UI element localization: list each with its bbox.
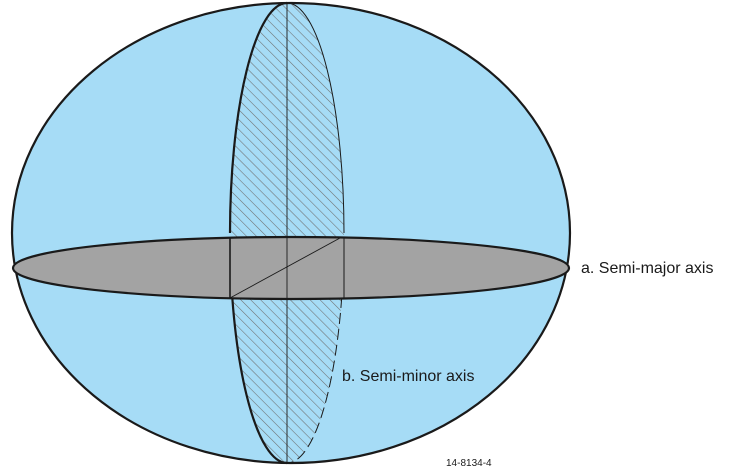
figure-id-label: 14-8134-4 <box>446 458 492 469</box>
meridian-front-edge-upper <box>228 1 288 234</box>
semi-minor-axis-label: b. Semi-minor axis <box>342 368 475 385</box>
meridian-back-edge-lower-dashed <box>286 298 343 464</box>
equatorial-plane <box>11 235 571 301</box>
equatorial-radius-line <box>229 237 341 299</box>
semi-major-axis-label: a. Semi-major axis <box>581 260 714 277</box>
meridian-front-edge-lower <box>231 298 288 465</box>
meridian-back-edge-upper <box>286 2 345 234</box>
